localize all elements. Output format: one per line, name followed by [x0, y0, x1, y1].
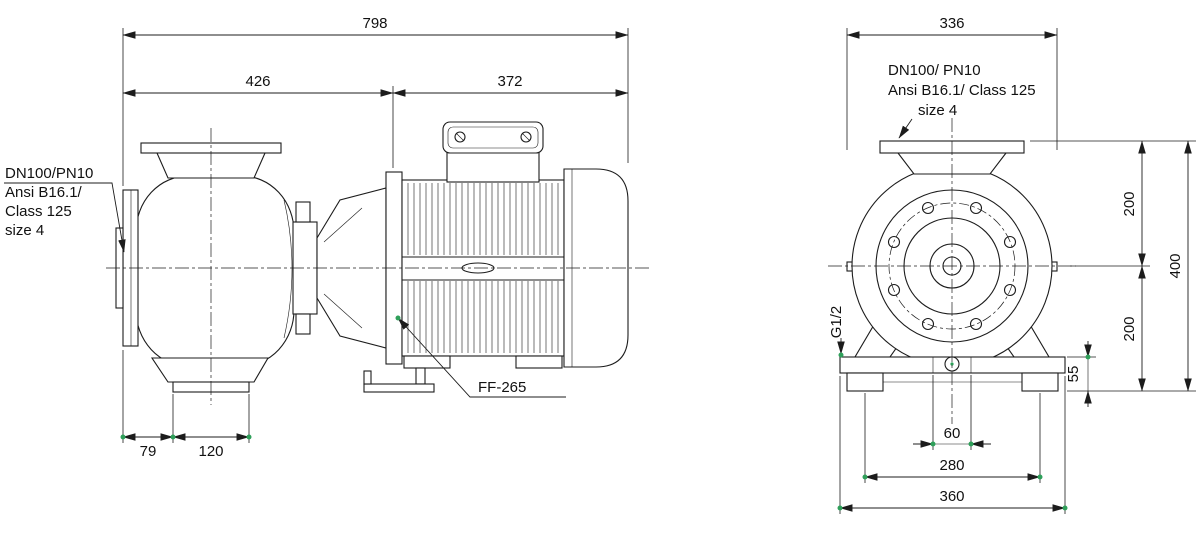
gland-bolt-top	[295, 201, 311, 223]
end-flange-leader	[898, 118, 913, 139]
terminal-box-lid	[442, 121, 544, 154]
dim-center-to-base-label: 200	[1121, 316, 1138, 341]
lid-screw-right-slot	[521, 132, 531, 142]
pump-foot-web	[150, 357, 269, 383]
side-flange-label-line2: Ansi B16.1/	[5, 184, 83, 201]
support-base	[363, 383, 435, 393]
mounting-label: FF-265	[478, 379, 526, 396]
side-view: 798 426 372 79 120 FF-265 DN100/PN10 Ans…	[4, 15, 650, 460]
end-flange-label-line3: size 4	[918, 102, 957, 119]
support-upturn	[363, 370, 372, 385]
cover-bolt	[1003, 283, 1017, 297]
end-flange-label-line1: DN100/ PN10	[888, 62, 981, 79]
dim-overall-label: 798	[362, 15, 387, 32]
terminal-box-lid-inner	[447, 126, 539, 149]
side-flange-label-line1: DN100/PN10	[5, 165, 93, 182]
motor-fins-upper	[407, 183, 559, 255]
base-pad-right	[1021, 372, 1059, 392]
motor-foot-rear	[515, 355, 563, 369]
support-web	[415, 367, 426, 385]
end-flange-label-line2: Ansi B16.1/ Class 125	[888, 82, 1036, 99]
drain-plug-label: G1/2	[828, 306, 845, 339]
cover-bolt	[921, 201, 935, 215]
motor-foot-front	[403, 355, 451, 369]
side-flange-label-line3: Class 125	[5, 203, 72, 220]
dim-foot-span-label: 120	[198, 443, 223, 460]
dim-foot-holes-label: 280	[939, 457, 964, 474]
cover-bolt	[969, 317, 983, 331]
dim-base-width-label: 360	[939, 488, 964, 505]
cover-bolt	[1003, 235, 1017, 249]
cover-bolt	[921, 317, 935, 331]
dim-flange-to-center-label: 200	[1121, 191, 1138, 216]
dim-motor-length-label: 372	[497, 73, 522, 90]
dim-slot-spacing-label: 60	[944, 425, 961, 442]
bearing-bracket	[316, 187, 387, 349]
ff-leader-line	[397, 317, 566, 398]
volute-inner-contour	[283, 199, 293, 339]
lid-screw-left-slot	[455, 132, 465, 142]
drain-plug-center	[950, 362, 954, 366]
volute-casing	[135, 175, 295, 367]
gland-bolt-bottom	[295, 313, 311, 335]
bracket-rib-upper	[323, 207, 363, 243]
terminal-box-base	[446, 151, 540, 183]
dim-total-height-label: 400	[1167, 253, 1184, 278]
cover-bolt	[969, 201, 983, 215]
base-pad-left	[846, 372, 884, 392]
cover-bolt	[887, 235, 901, 249]
dim-base-height-label: 55	[1065, 366, 1082, 383]
motor-fins-lower	[407, 281, 559, 353]
cover-bolt	[887, 283, 901, 297]
side-flange-leader	[4, 182, 126, 253]
snap-markers	[120, 315, 1091, 511]
dim-foot-offset-label: 79	[140, 443, 157, 460]
end-view: 336 DN100/ PN10 Ansi B16.1/ Class 125 si…	[828, 15, 1196, 514]
dim-pump-length-label: 426	[245, 73, 270, 90]
bracket-rib-lower	[323, 293, 363, 329]
dim-width-label: 336	[939, 15, 964, 32]
side-flange-label-line4: size 4	[5, 222, 44, 239]
